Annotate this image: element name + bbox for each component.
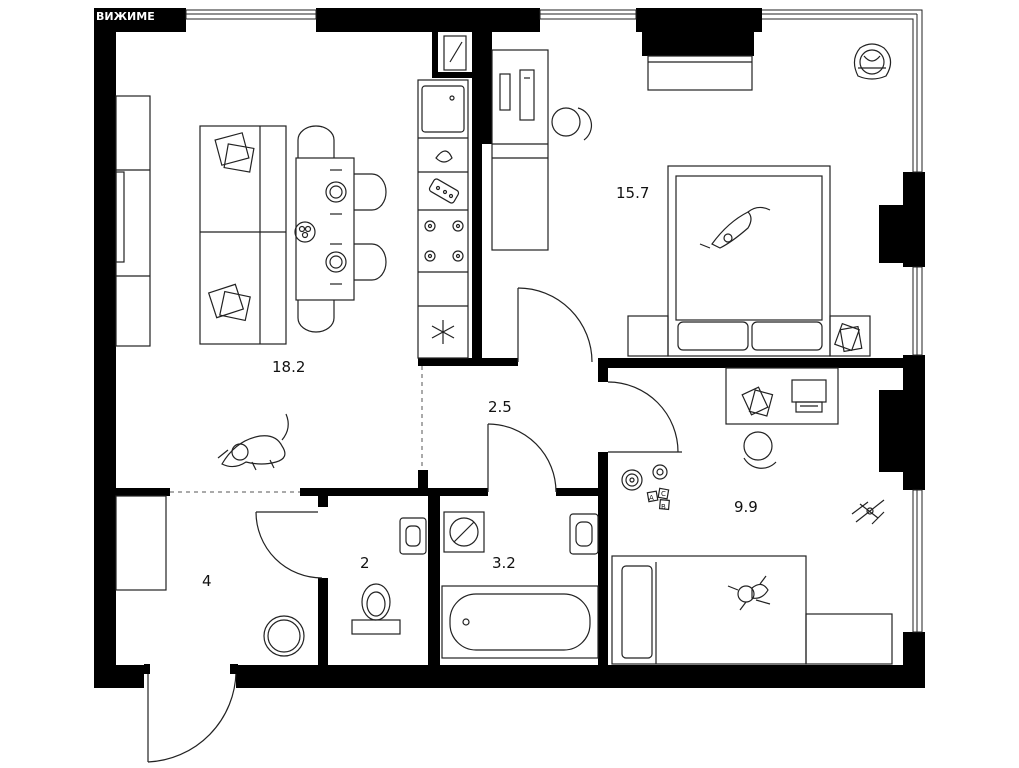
wall-top-middle [316,8,540,32]
snowflake-icon [431,320,455,344]
area-label-hallway: 4 [202,572,212,590]
wall-toilet-left [318,578,328,672]
bath-sink [569,513,599,555]
window-corner [762,9,923,173]
laptop-icon [791,379,827,413]
door-entrance[interactable] [147,671,237,763]
nightstand [627,315,669,357]
wall-right-pillar-2 [879,390,905,472]
hall-wardrobe [115,495,167,591]
hall-rug [263,615,305,657]
cutting-board-icon [428,178,460,204]
wall-kids-left [598,452,608,672]
cushion-icon [207,132,255,322]
airplane-icon [851,499,885,525]
bed [667,165,831,357]
living-furniture [115,35,469,471]
wall-stub [418,470,428,496]
kitchen-counter [417,79,469,359]
kids-desk [725,367,839,425]
bedroom-shelf [647,55,753,91]
wall-bedroom-left-top [482,30,492,144]
zone-separators [170,366,423,493]
sink-icon [421,85,465,133]
area-label-bedroom: 15.7 [616,184,649,202]
toys-icon [621,464,670,511]
wall-shaft-bottom [432,72,482,78]
kids-bed [611,555,807,665]
wall-bath-top-right [556,488,608,496]
bedroom-furniture [491,43,892,357]
tv [115,171,125,263]
dog-icon [217,413,289,471]
plant-icon [853,43,892,80]
pillow [677,321,749,351]
wall-top-left-corner [94,8,186,32]
toy-box [805,613,893,665]
wall-hall-top-left [114,488,170,496]
wall-hall-top [300,488,488,496]
bathtub [441,585,599,659]
toilet-bowl [361,583,391,621]
bedroom-wardrobe [491,49,549,251]
wall-kids-top-stub [598,358,608,382]
toy-letter-c: C [661,490,666,498]
interior-walls [114,30,904,672]
teddy-bear-icon [727,575,771,611]
area-label-kids-room: 9.9 [734,498,758,516]
area-label-living-kitchen: 18.2 [272,358,305,376]
book-icon-desk [741,386,774,417]
wall-shaft-left [432,30,438,78]
wall-bedroom-niche [642,30,754,56]
tv-cabinet [115,95,151,347]
wall-toilet-bath [428,495,440,672]
exterior-walls [94,8,925,688]
water-drop-icon [435,150,453,163]
door-toilet[interactable] [255,511,323,579]
area-label-bathroom: 3.2 [492,554,516,572]
book-icon [834,322,863,353]
toilet-tank [351,619,401,635]
chair-icon-kids [743,431,777,469]
toilet-sink [399,517,427,555]
wall-right-middle [903,355,925,490]
windows [185,9,923,633]
desk-items-icon [499,69,535,121]
area-label-corridor: 2.5 [488,398,512,416]
room-labels: 18.2 15.7 2.5 3.2 2 4 9.9 [202,184,758,590]
toy-letters: A B C [649,490,666,511]
wall-toilet-top [318,495,328,507]
door-kids[interactable] [607,381,679,453]
wall-right-pillar-1 [879,205,905,263]
kids-pillow [621,565,653,659]
wall-kitchen-bottom [418,358,518,366]
watermark: ВИЖИМЕ [96,10,155,23]
chair-icon-bedroom [551,107,593,141]
wall-kitchen-bedroom [472,30,482,365]
toy-letter-b: B [661,503,666,511]
shaft [443,35,467,71]
cat-icon [699,206,771,249]
doors [144,287,682,763]
wall-left [94,8,116,688]
plate-icon [294,169,347,285]
wet-zone-furniture [115,495,599,659]
stove-icon [424,220,464,262]
toy-letter-a: A [649,494,654,502]
wall-bedroom-bottom [598,358,904,368]
area-label-toilet: 2 [360,554,370,572]
wall-bottom-left [94,665,144,688]
wall-bottom [236,665,925,688]
chair-icon [297,125,387,333]
wall-top-bedroom [636,8,762,32]
washing-machine [443,511,485,553]
kids-furniture [611,367,893,665]
sofa [199,125,287,345]
wall-right-upper [903,172,925,267]
nightstand [829,315,871,357]
